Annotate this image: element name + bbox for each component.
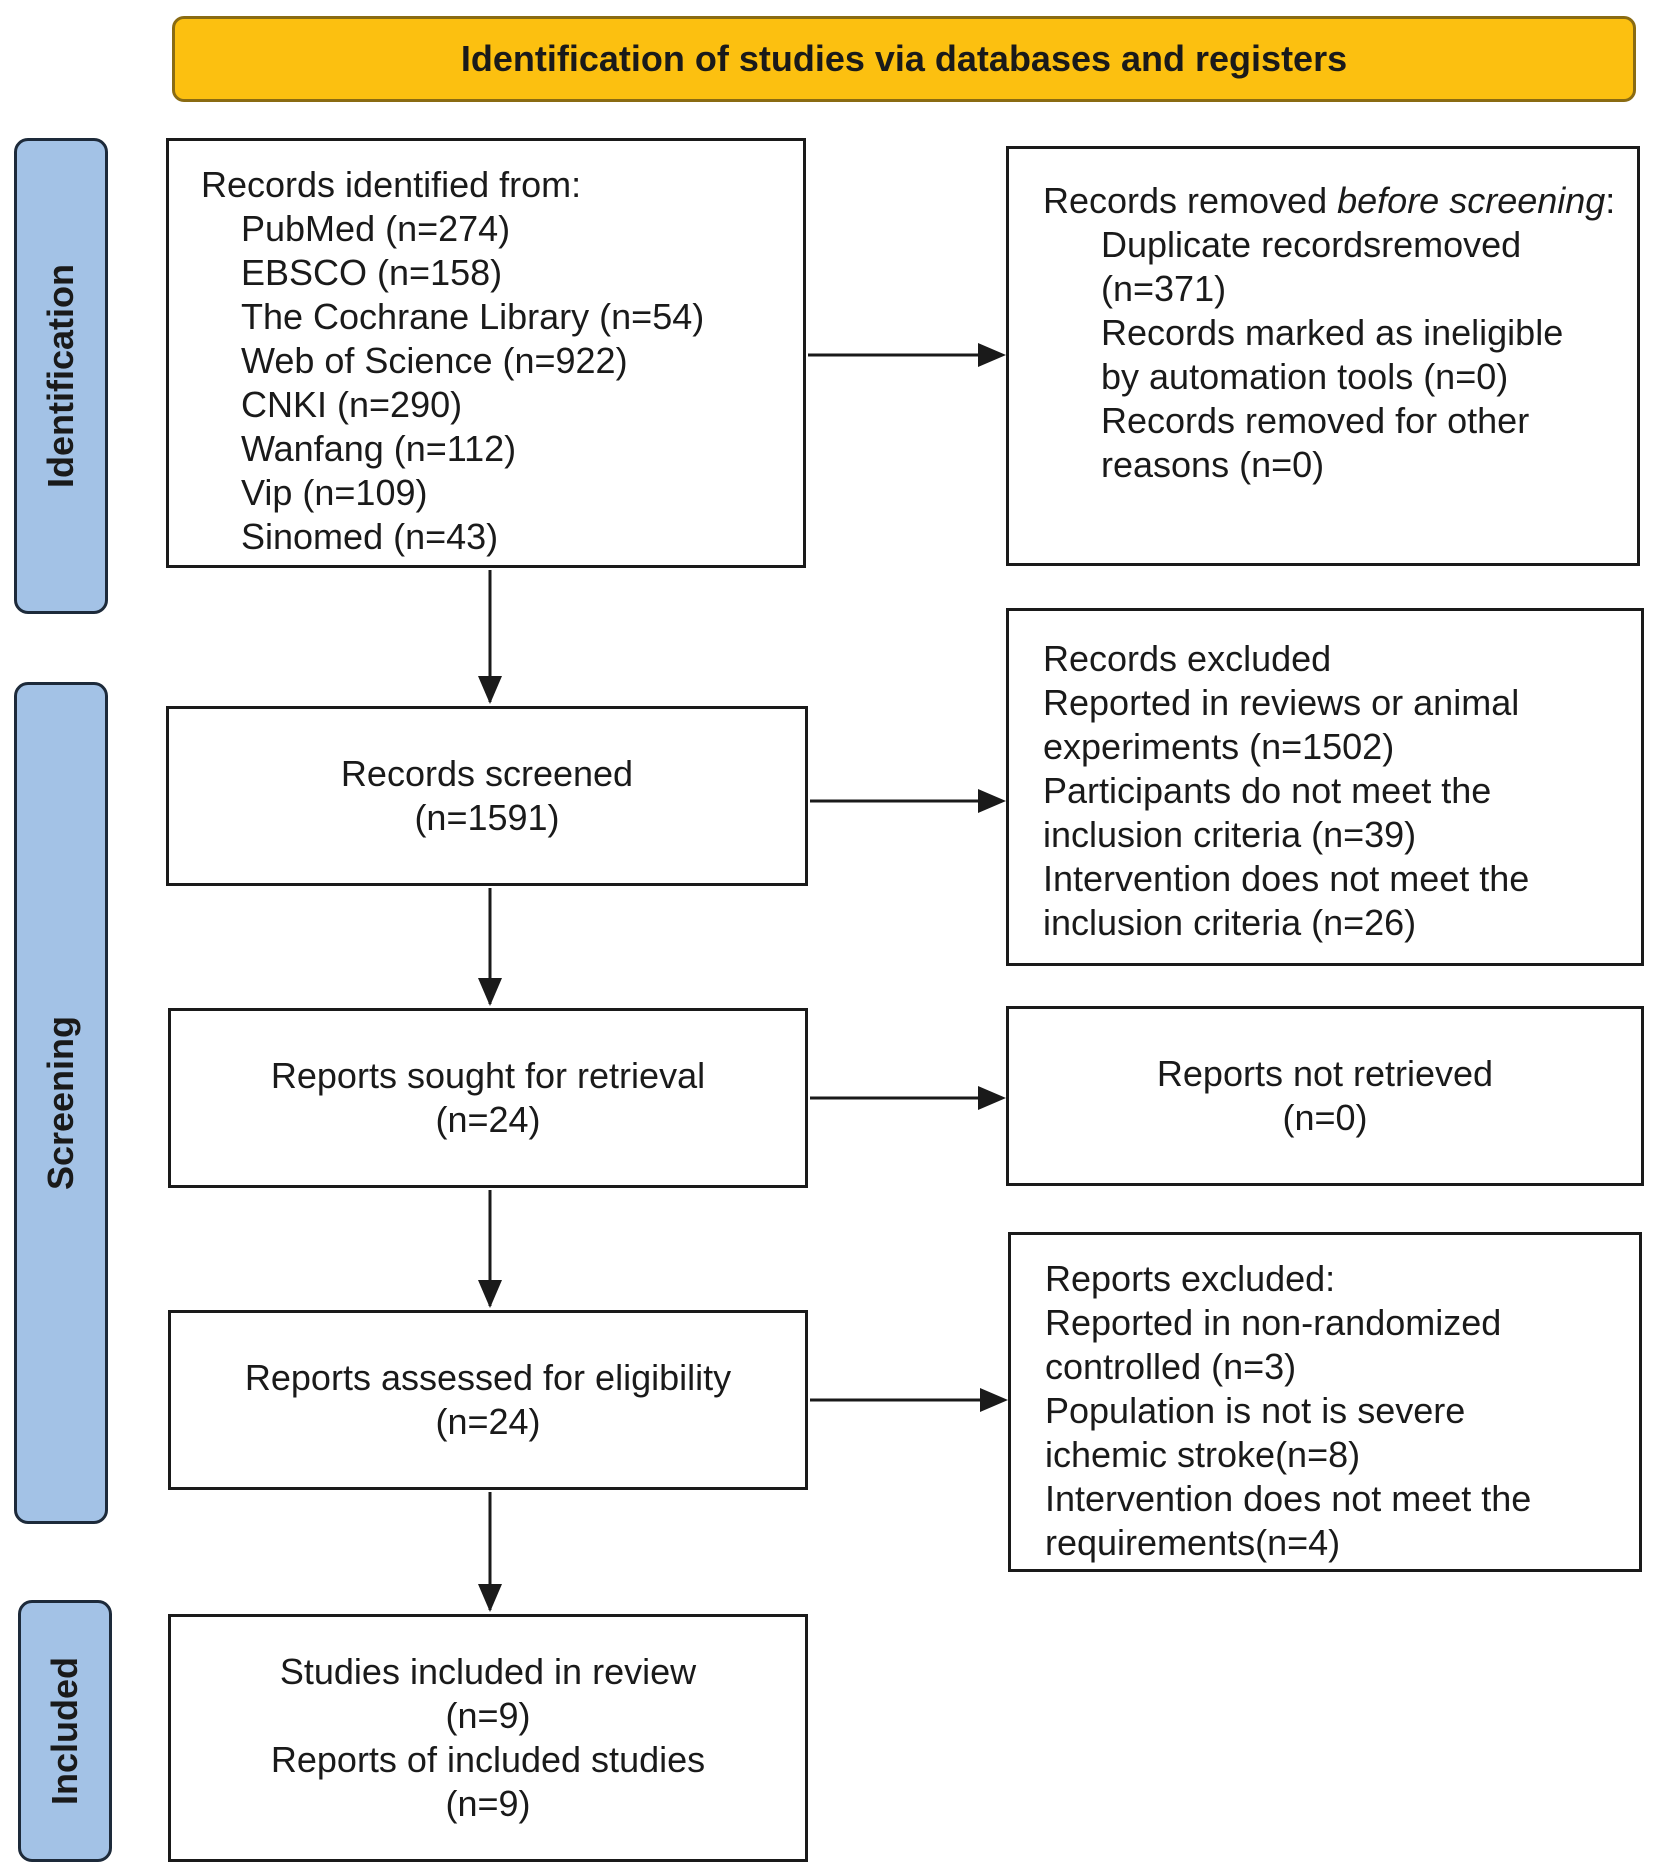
reports-excluded-line: Reported in non-randomized bbox=[1045, 1302, 1502, 1343]
reports-not-retrieved-label: Reports not retrieved bbox=[1156, 1053, 1494, 1094]
arrowhead-right bbox=[978, 1086, 1006, 1110]
studies-included-count: (n=9) bbox=[445, 1695, 531, 1736]
removed-line: Records marked as ineligible bbox=[1101, 312, 1564, 353]
reports-included-label: Reports of included studies bbox=[270, 1739, 706, 1780]
excluded-line: inclusion criteria (n=26) bbox=[1043, 902, 1417, 943]
phase-included: Included bbox=[18, 1600, 112, 1862]
reports-excluded-line: Intervention does not meet the bbox=[1045, 1478, 1532, 1519]
source-item: PubMed (n=274) bbox=[241, 208, 511, 249]
removed-line: (n=371) bbox=[1101, 268, 1227, 309]
reports-sought-label: Reports sought for retrieval bbox=[270, 1055, 706, 1096]
source-item: Vip (n=109) bbox=[241, 472, 428, 513]
records-removed-box: Records removed before screening: Duplic… bbox=[1006, 146, 1640, 566]
phase-included-label: Included bbox=[44, 1656, 85, 1806]
phase-identification-label: Identification bbox=[40, 264, 81, 488]
reports-assessed-count: (n=24) bbox=[435, 1401, 541, 1442]
source-item: The Cochrane Library (n=54) bbox=[241, 296, 705, 337]
studies-included-box: Studies included in review (n=9) Reports… bbox=[168, 1614, 808, 1862]
excluded-line: inclusion criteria (n=39) bbox=[1043, 814, 1417, 855]
reports-excluded-line: controlled (n=3) bbox=[1045, 1346, 1297, 1387]
phase-screening-label: Screening bbox=[40, 1015, 81, 1191]
source-item: EBSCO (n=158) bbox=[241, 252, 503, 293]
records-screened-count: (n=1591) bbox=[414, 797, 560, 838]
studies-included-label: Studies included in review bbox=[279, 1651, 697, 1692]
removed-line: by automation tools (n=0) bbox=[1101, 356, 1509, 397]
excluded-line: Records excluded bbox=[1043, 638, 1332, 679]
reports-included-count: (n=9) bbox=[445, 1783, 531, 1824]
source-item: CNKI (n=290) bbox=[241, 384, 463, 425]
reports-sought-box: Reports sought for retrieval (n=24) bbox=[168, 1008, 808, 1188]
records-screened-label: Records screened bbox=[340, 753, 634, 794]
reports-assessed-box: Reports assessed for eligibility (n=24) bbox=[168, 1310, 808, 1490]
records-identified-heading: Records identified from: bbox=[201, 164, 582, 205]
records-removed-heading: Records removed before screening: bbox=[1043, 180, 1616, 221]
excluded-line: Intervention does not meet the bbox=[1043, 858, 1530, 899]
reports-excluded-line: Population is not is severe bbox=[1045, 1390, 1466, 1431]
reports-not-retrieved-count: (n=0) bbox=[1282, 1097, 1368, 1138]
arrowhead-down bbox=[478, 1280, 502, 1308]
reports-assessed-label: Reports assessed for eligibility bbox=[244, 1357, 732, 1398]
reports-not-retrieved-box: Reports not retrieved (n=0) bbox=[1006, 1006, 1644, 1186]
records-identified-box: Records identified from: PubMed (n=274) … bbox=[166, 138, 806, 568]
removed-line: Duplicate recordsremoved bbox=[1101, 224, 1522, 265]
records-excluded-box: Records excluded Reported in reviews or … bbox=[1006, 608, 1644, 966]
source-item: Sinomed (n=43) bbox=[241, 516, 499, 557]
header-title: Identification of studies via databases … bbox=[172, 16, 1636, 102]
source-item: Wanfang (n=112) bbox=[241, 428, 517, 469]
phase-screening: Screening bbox=[14, 682, 108, 1524]
reports-excluded-line: requirements(n=4) bbox=[1045, 1522, 1341, 1563]
excluded-line: experiments (n=1502) bbox=[1043, 726, 1395, 767]
arrowhead-right bbox=[978, 789, 1006, 813]
phase-identification: Identification bbox=[14, 138, 108, 614]
arrowhead-right bbox=[980, 1388, 1008, 1412]
arrowhead-right bbox=[978, 343, 1006, 367]
reports-excluded-box: Reports excluded: Reported in non-random… bbox=[1008, 1232, 1642, 1572]
source-item: Web of Science (n=922) bbox=[241, 340, 628, 381]
removed-line: Records removed for other bbox=[1101, 400, 1530, 441]
reports-excluded-line: Reports excluded: bbox=[1045, 1258, 1336, 1299]
removed-line: reasons (n=0) bbox=[1101, 444, 1325, 485]
arrowhead-down bbox=[478, 978, 502, 1006]
records-screened-box: Records screened (n=1591) bbox=[166, 706, 808, 886]
arrowhead-down bbox=[478, 676, 502, 704]
excluded-line: Participants do not meet the bbox=[1043, 770, 1492, 811]
excluded-line: Reported in reviews or animal bbox=[1043, 682, 1520, 723]
arrowhead-down bbox=[478, 1584, 502, 1612]
reports-excluded-line: ichemic stroke(n=8) bbox=[1045, 1434, 1361, 1475]
reports-sought-count: (n=24) bbox=[435, 1099, 541, 1140]
